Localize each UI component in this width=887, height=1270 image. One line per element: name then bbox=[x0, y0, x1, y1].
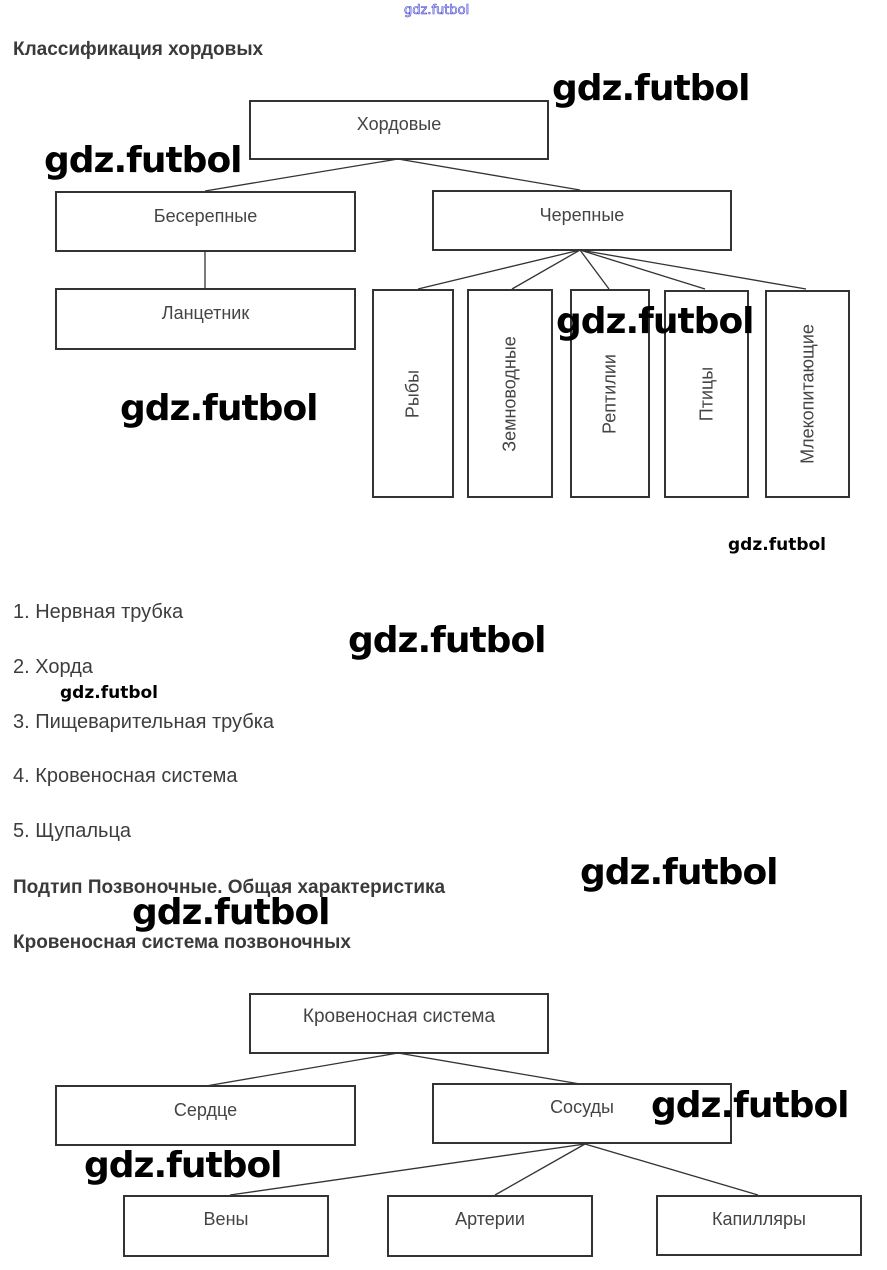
connector-root2-to-sosudy bbox=[397, 1052, 581, 1085]
node-label: Кровеносная система bbox=[302, 1006, 496, 1027]
node-reptiles: Рептилии bbox=[570, 289, 650, 498]
connector-root2-to-serdce bbox=[205, 1052, 399, 1087]
watermark: gdz.futbol bbox=[580, 852, 779, 893]
connector-cherepnye-to-ryby bbox=[417, 249, 581, 290]
node-label: Хордовые bbox=[356, 114, 442, 134]
watermark: gdz.futbol bbox=[728, 535, 826, 555]
node-label: Бесерепные bbox=[153, 206, 258, 226]
section-heading-classification: Классификация хордовых bbox=[13, 39, 264, 60]
node-circulatory-system: Кровеносная система bbox=[249, 993, 549, 1054]
list-item: 4. Кровеносная система bbox=[13, 765, 238, 787]
watermark: gdz.futbol bbox=[44, 140, 243, 181]
node-fish: Рыбы bbox=[372, 289, 454, 498]
connector-cherepnye-to-reptilii bbox=[579, 249, 610, 290]
node-label: Сердце bbox=[173, 1100, 238, 1120]
node-label: Птицы bbox=[696, 366, 716, 422]
connector-sosudy-to-arterii bbox=[494, 1143, 586, 1196]
node-mammals: Млекопитающие bbox=[765, 290, 850, 498]
node-label: Сосуды bbox=[550, 1097, 614, 1117]
watermark: gdz.futbol bbox=[84, 1145, 283, 1186]
node-label: Черепные bbox=[539, 205, 625, 225]
node-craniata: Черепные bbox=[432, 190, 732, 251]
connector-cherepnye-to-pticy bbox=[579, 249, 706, 290]
node-amphibians: Земноводные bbox=[467, 289, 553, 498]
connector-sosudy-to-kapillyary bbox=[584, 1143, 759, 1196]
watermark: gdz.futbol bbox=[120, 388, 319, 429]
watermark: gdz.futbol bbox=[552, 68, 751, 109]
node-arteries: Артерии bbox=[387, 1195, 593, 1257]
node-label: Земноводные bbox=[499, 335, 520, 452]
node-label: Капилляры bbox=[712, 1209, 806, 1229]
list-item: 3. Пищеварительная трубка bbox=[13, 711, 275, 733]
watermark: gdz.futbol bbox=[132, 892, 331, 933]
connector-sosudy-to-veny bbox=[229, 1143, 586, 1196]
list-item: 5. Щупальца bbox=[13, 820, 132, 842]
node-label: Ланцетник bbox=[161, 303, 250, 323]
connector-cherepnye-to-zemnovodnye bbox=[511, 249, 581, 290]
connector-root-to-cherepnye bbox=[397, 158, 581, 191]
node-label: Млекопитающие bbox=[797, 324, 817, 464]
node-acrania: Бесерепные bbox=[55, 191, 356, 252]
watermark: gdz.futbol bbox=[556, 301, 755, 342]
watermark: gdz.futbol bbox=[651, 1085, 850, 1126]
node-chordates: Хордовые bbox=[249, 100, 549, 160]
node-heart: Сердце bbox=[55, 1085, 356, 1146]
node-label: Рыбы bbox=[402, 369, 423, 418]
node-capillaries: Капилляры bbox=[656, 1195, 862, 1256]
node-vessels: Сосуды bbox=[432, 1083, 732, 1144]
watermark: gdz.futbol bbox=[60, 683, 158, 703]
node-veins: Вены bbox=[123, 1195, 329, 1257]
node-birds: Птицы bbox=[664, 290, 749, 498]
list-item: 2. Хорда bbox=[13, 656, 93, 678]
node-label: Рептилии bbox=[599, 353, 620, 434]
node-label: Артерии bbox=[455, 1209, 525, 1229]
section-heading-circulatory: Кровеносная система позвоночных bbox=[13, 932, 351, 953]
section-heading-vertebrates: Подтип Позвоночные. Общая характеристика bbox=[13, 877, 446, 898]
watermark-top: gdz.futbol bbox=[404, 3, 470, 19]
list-item: 1. Нервная трубка bbox=[13, 601, 184, 623]
node-lancelet: Ланцетник bbox=[55, 288, 356, 350]
watermark: gdz.futbol bbox=[348, 620, 547, 661]
connector-root-to-beserepnye bbox=[204, 158, 399, 192]
node-label: Вены bbox=[203, 1209, 249, 1229]
connector-cherepnye-to-mlekopitayuschie bbox=[579, 249, 807, 290]
